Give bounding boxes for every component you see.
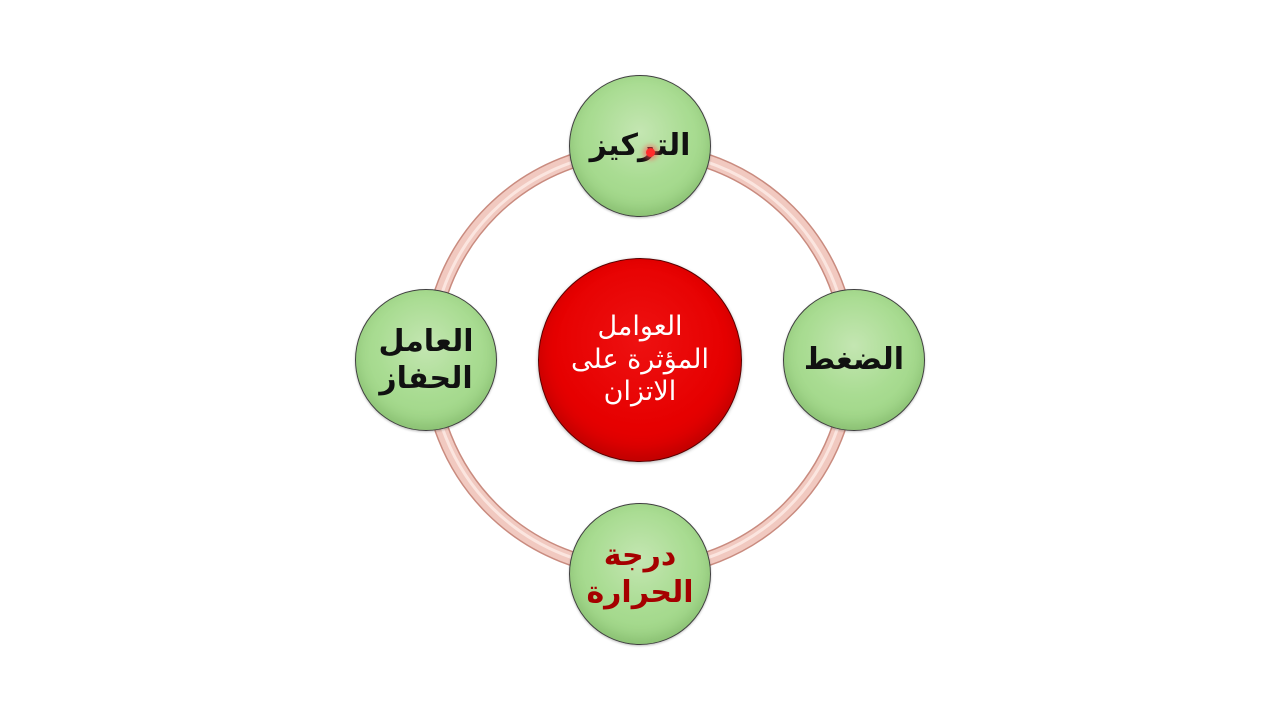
- node-pressure-label: الضغط: [803, 342, 905, 378]
- center-node-label: العوامل المؤثرة على الاتزان: [571, 310, 709, 408]
- node-catalyst: العامل الحفاز: [355, 289, 497, 431]
- node-pressure: الضغط: [783, 289, 925, 431]
- node-concentration: التركيز: [569, 75, 711, 217]
- node-catalyst-label: العامل الحفاز: [378, 323, 474, 397]
- laser-pointer-icon: [646, 148, 655, 157]
- node-temperature: درجة الحرارة: [569, 503, 711, 645]
- node-concentration-label: التركيز: [589, 128, 691, 164]
- node-temperature-label: درجة الحرارة: [586, 537, 694, 611]
- center-node: العوامل المؤثرة على الاتزان: [538, 258, 742, 462]
